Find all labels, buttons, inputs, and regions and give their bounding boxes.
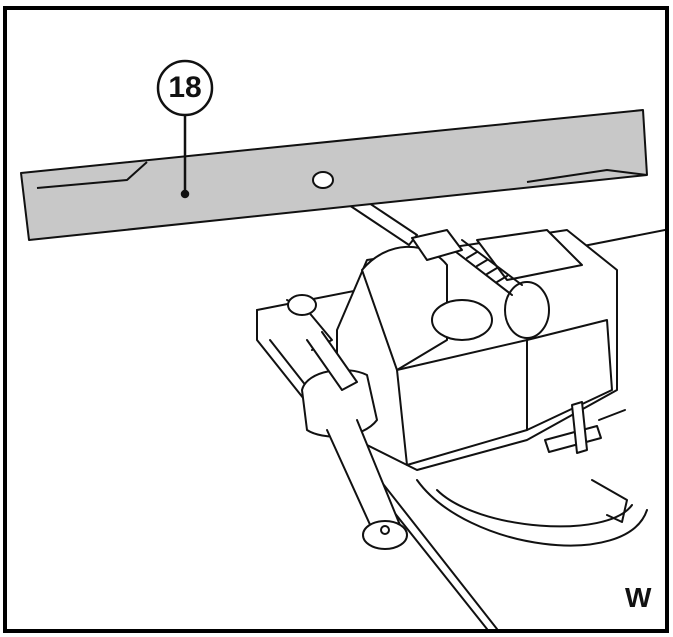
- callout-number: 18: [168, 71, 202, 104]
- vise-tee-handle: [544, 401, 626, 454]
- callout-18: [156, 59, 214, 199]
- figure-frame: 18 W: [3, 6, 669, 633]
- vise-base: [416, 479, 648, 547]
- vise-handle: [286, 294, 408, 550]
- mower-blade: [20, 109, 648, 241]
- vise-jaw: [446, 239, 523, 296]
- blade-in-vise-illustration: [20, 59, 665, 629]
- view-letter: W: [625, 582, 652, 613]
